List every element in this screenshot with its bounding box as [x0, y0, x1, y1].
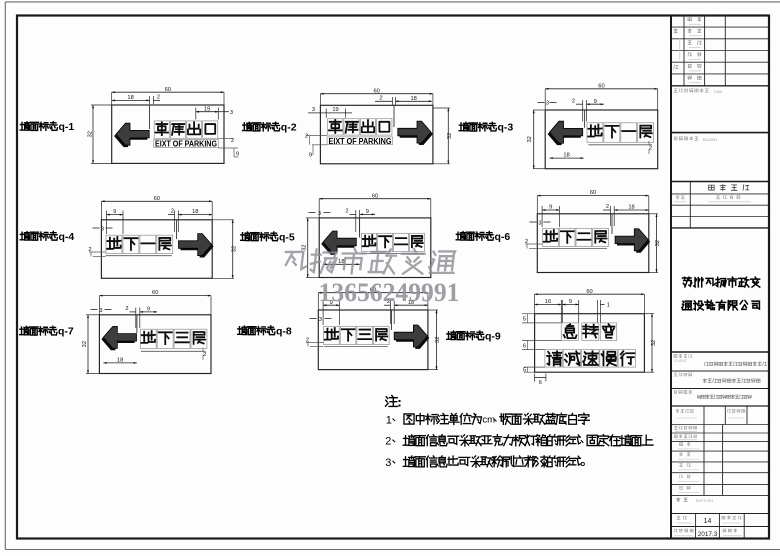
svg-text:32: 32: [527, 136, 533, 142]
svg-text:2017.3: 2017.3: [698, 531, 718, 538]
svg-text:9: 9: [147, 307, 150, 313]
svg-text:19: 19: [204, 106, 210, 112]
svg-text:CLIENT: CLIENT: [674, 359, 688, 363]
svg-text:18: 18: [117, 358, 123, 364]
svg-text:18: 18: [408, 300, 414, 306]
svg-text:CAD: CAD: [714, 89, 723, 94]
svg-text:BHFS 551: BHFS 551: [696, 499, 714, 503]
svg-text:9: 9: [236, 152, 239, 158]
svg-text:q-5: q-5: [279, 231, 295, 243]
svg-text:q-8: q-8: [276, 325, 292, 337]
svg-text:2: 2: [203, 352, 206, 358]
svg-text:5: 5: [523, 317, 526, 323]
svg-text:q-4: q-4: [59, 231, 75, 243]
svg-text:cm: cm: [482, 415, 495, 426]
svg-text:3: 3: [99, 308, 102, 314]
svg-text:60: 60: [370, 287, 376, 293]
svg-text:18: 18: [127, 95, 133, 101]
svg-text:32: 32: [302, 245, 308, 251]
svg-text:9: 9: [549, 205, 552, 211]
svg-text:18: 18: [628, 205, 634, 211]
svg-text:60: 60: [165, 87, 171, 93]
svg-text:9: 9: [594, 99, 597, 105]
svg-text:18: 18: [410, 96, 416, 102]
svg-text:q-9: q-9: [485, 330, 501, 342]
svg-text:6: 6: [523, 344, 526, 350]
svg-text:14: 14: [704, 518, 712, 525]
svg-text:3: 3: [538, 220, 541, 226]
svg-text:32: 32: [232, 246, 238, 252]
svg-text:32: 32: [655, 240, 661, 246]
svg-text:1: 1: [386, 414, 392, 426]
svg-text:32: 32: [651, 340, 657, 346]
svg-text:2: 2: [525, 239, 528, 245]
svg-text:9: 9: [309, 153, 312, 159]
svg-text:3: 3: [230, 110, 233, 116]
svg-text:3: 3: [319, 317, 322, 323]
svg-text:2: 2: [231, 138, 234, 144]
svg-text:q-2: q-2: [281, 122, 297, 134]
svg-text:2: 2: [125, 306, 128, 312]
svg-text:60: 60: [598, 83, 604, 89]
svg-text:2: 2: [606, 204, 609, 210]
svg-text:60: 60: [586, 289, 592, 295]
svg-text:9: 9: [569, 299, 572, 305]
svg-text:19: 19: [332, 107, 338, 113]
svg-text:2: 2: [88, 247, 91, 253]
svg-text:9: 9: [330, 300, 333, 306]
svg-text:2: 2: [385, 436, 391, 448]
svg-text:q-3: q-3: [498, 122, 514, 134]
svg-text:3: 3: [385, 457, 391, 469]
svg-text:3: 3: [318, 211, 321, 217]
svg-text:2: 2: [305, 134, 308, 140]
svg-text:18: 18: [563, 153, 569, 159]
svg-text:32: 32: [435, 337, 441, 343]
svg-text:2: 2: [649, 146, 652, 152]
svg-text:EIXT OF PARKING: EIXT OF PARKING: [329, 136, 392, 146]
svg-text:32: 32: [88, 131, 94, 137]
svg-text:3: 3: [546, 101, 549, 107]
svg-text:2: 2: [379, 96, 382, 102]
svg-text:18: 18: [192, 209, 198, 215]
svg-text:9: 9: [366, 209, 369, 215]
svg-text:2: 2: [572, 98, 575, 104]
svg-text:60: 60: [154, 196, 160, 202]
svg-text:3: 3: [101, 227, 104, 233]
svg-text:5: 5: [523, 368, 526, 374]
svg-text:3: 3: [312, 107, 315, 113]
svg-text:1: 1: [607, 303, 610, 309]
svg-text:13656249991: 13656249991: [319, 277, 460, 307]
svg-text:6: 6: [539, 380, 542, 386]
svg-text:q-1: q-1: [59, 121, 75, 133]
svg-text:9: 9: [113, 209, 116, 215]
svg-text:2: 2: [306, 337, 309, 343]
svg-text:60: 60: [152, 290, 158, 296]
svg-text:2: 2: [387, 299, 390, 305]
svg-text:EIXT OF PARKING: EIXT OF PARKING: [155, 138, 217, 148]
svg-text:2: 2: [171, 209, 174, 215]
svg-text:2: 2: [345, 209, 348, 215]
svg-text:32: 32: [82, 341, 88, 347]
svg-text:2: 2: [157, 95, 160, 101]
svg-text:18: 18: [338, 259, 344, 265]
svg-text:60: 60: [590, 190, 596, 196]
svg-text:32: 32: [447, 133, 453, 139]
svg-text:16: 16: [545, 299, 551, 305]
svg-text:q-7: q-7: [58, 326, 74, 338]
svg-text:q-6: q-6: [495, 231, 511, 243]
svg-text:60: 60: [372, 193, 378, 199]
svg-text:BU2001: BU2001: [703, 137, 718, 142]
svg-text:60: 60: [373, 88, 379, 94]
